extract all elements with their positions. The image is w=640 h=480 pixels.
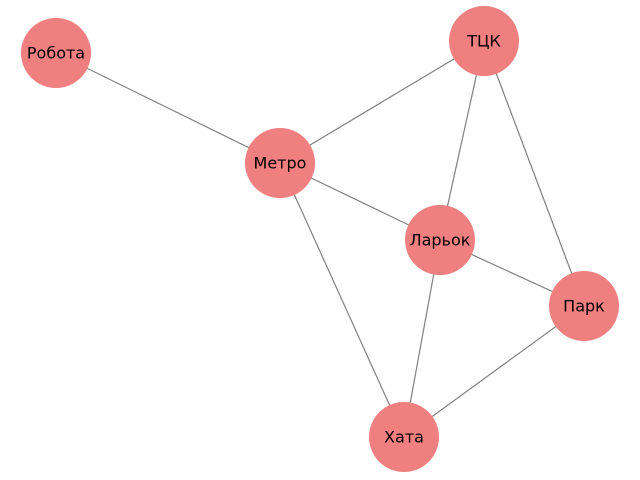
node-label: ТЦК	[466, 32, 501, 51]
node-robota: Робота	[21, 18, 91, 88]
node-label: Ларьок	[410, 231, 471, 250]
node-park: Парк	[549, 271, 619, 341]
node-circle	[405, 205, 475, 275]
node-label: Метро	[254, 154, 307, 173]
node-circle	[21, 18, 91, 88]
node-label: Робота	[27, 44, 85, 63]
node-larok: Ларьок	[405, 205, 475, 275]
node-label: Парк	[563, 297, 605, 316]
node-tck: ТЦК	[449, 6, 519, 76]
edge-metro-khata	[279, 162, 405, 438]
edges-layer	[55, 40, 585, 438]
node-circle	[549, 271, 619, 341]
edge-robota-metro	[55, 52, 281, 164]
node-khata: Хата	[369, 402, 439, 472]
edge-metro-tck	[279, 40, 485, 164]
edge-tck-park	[483, 40, 585, 307]
edge-park-khata	[403, 305, 585, 438]
node-circle	[369, 402, 439, 472]
node-circle	[449, 6, 519, 76]
node-label: Хата	[384, 428, 424, 447]
node-circle	[245, 128, 315, 198]
node-metro: Метро	[245, 128, 315, 198]
